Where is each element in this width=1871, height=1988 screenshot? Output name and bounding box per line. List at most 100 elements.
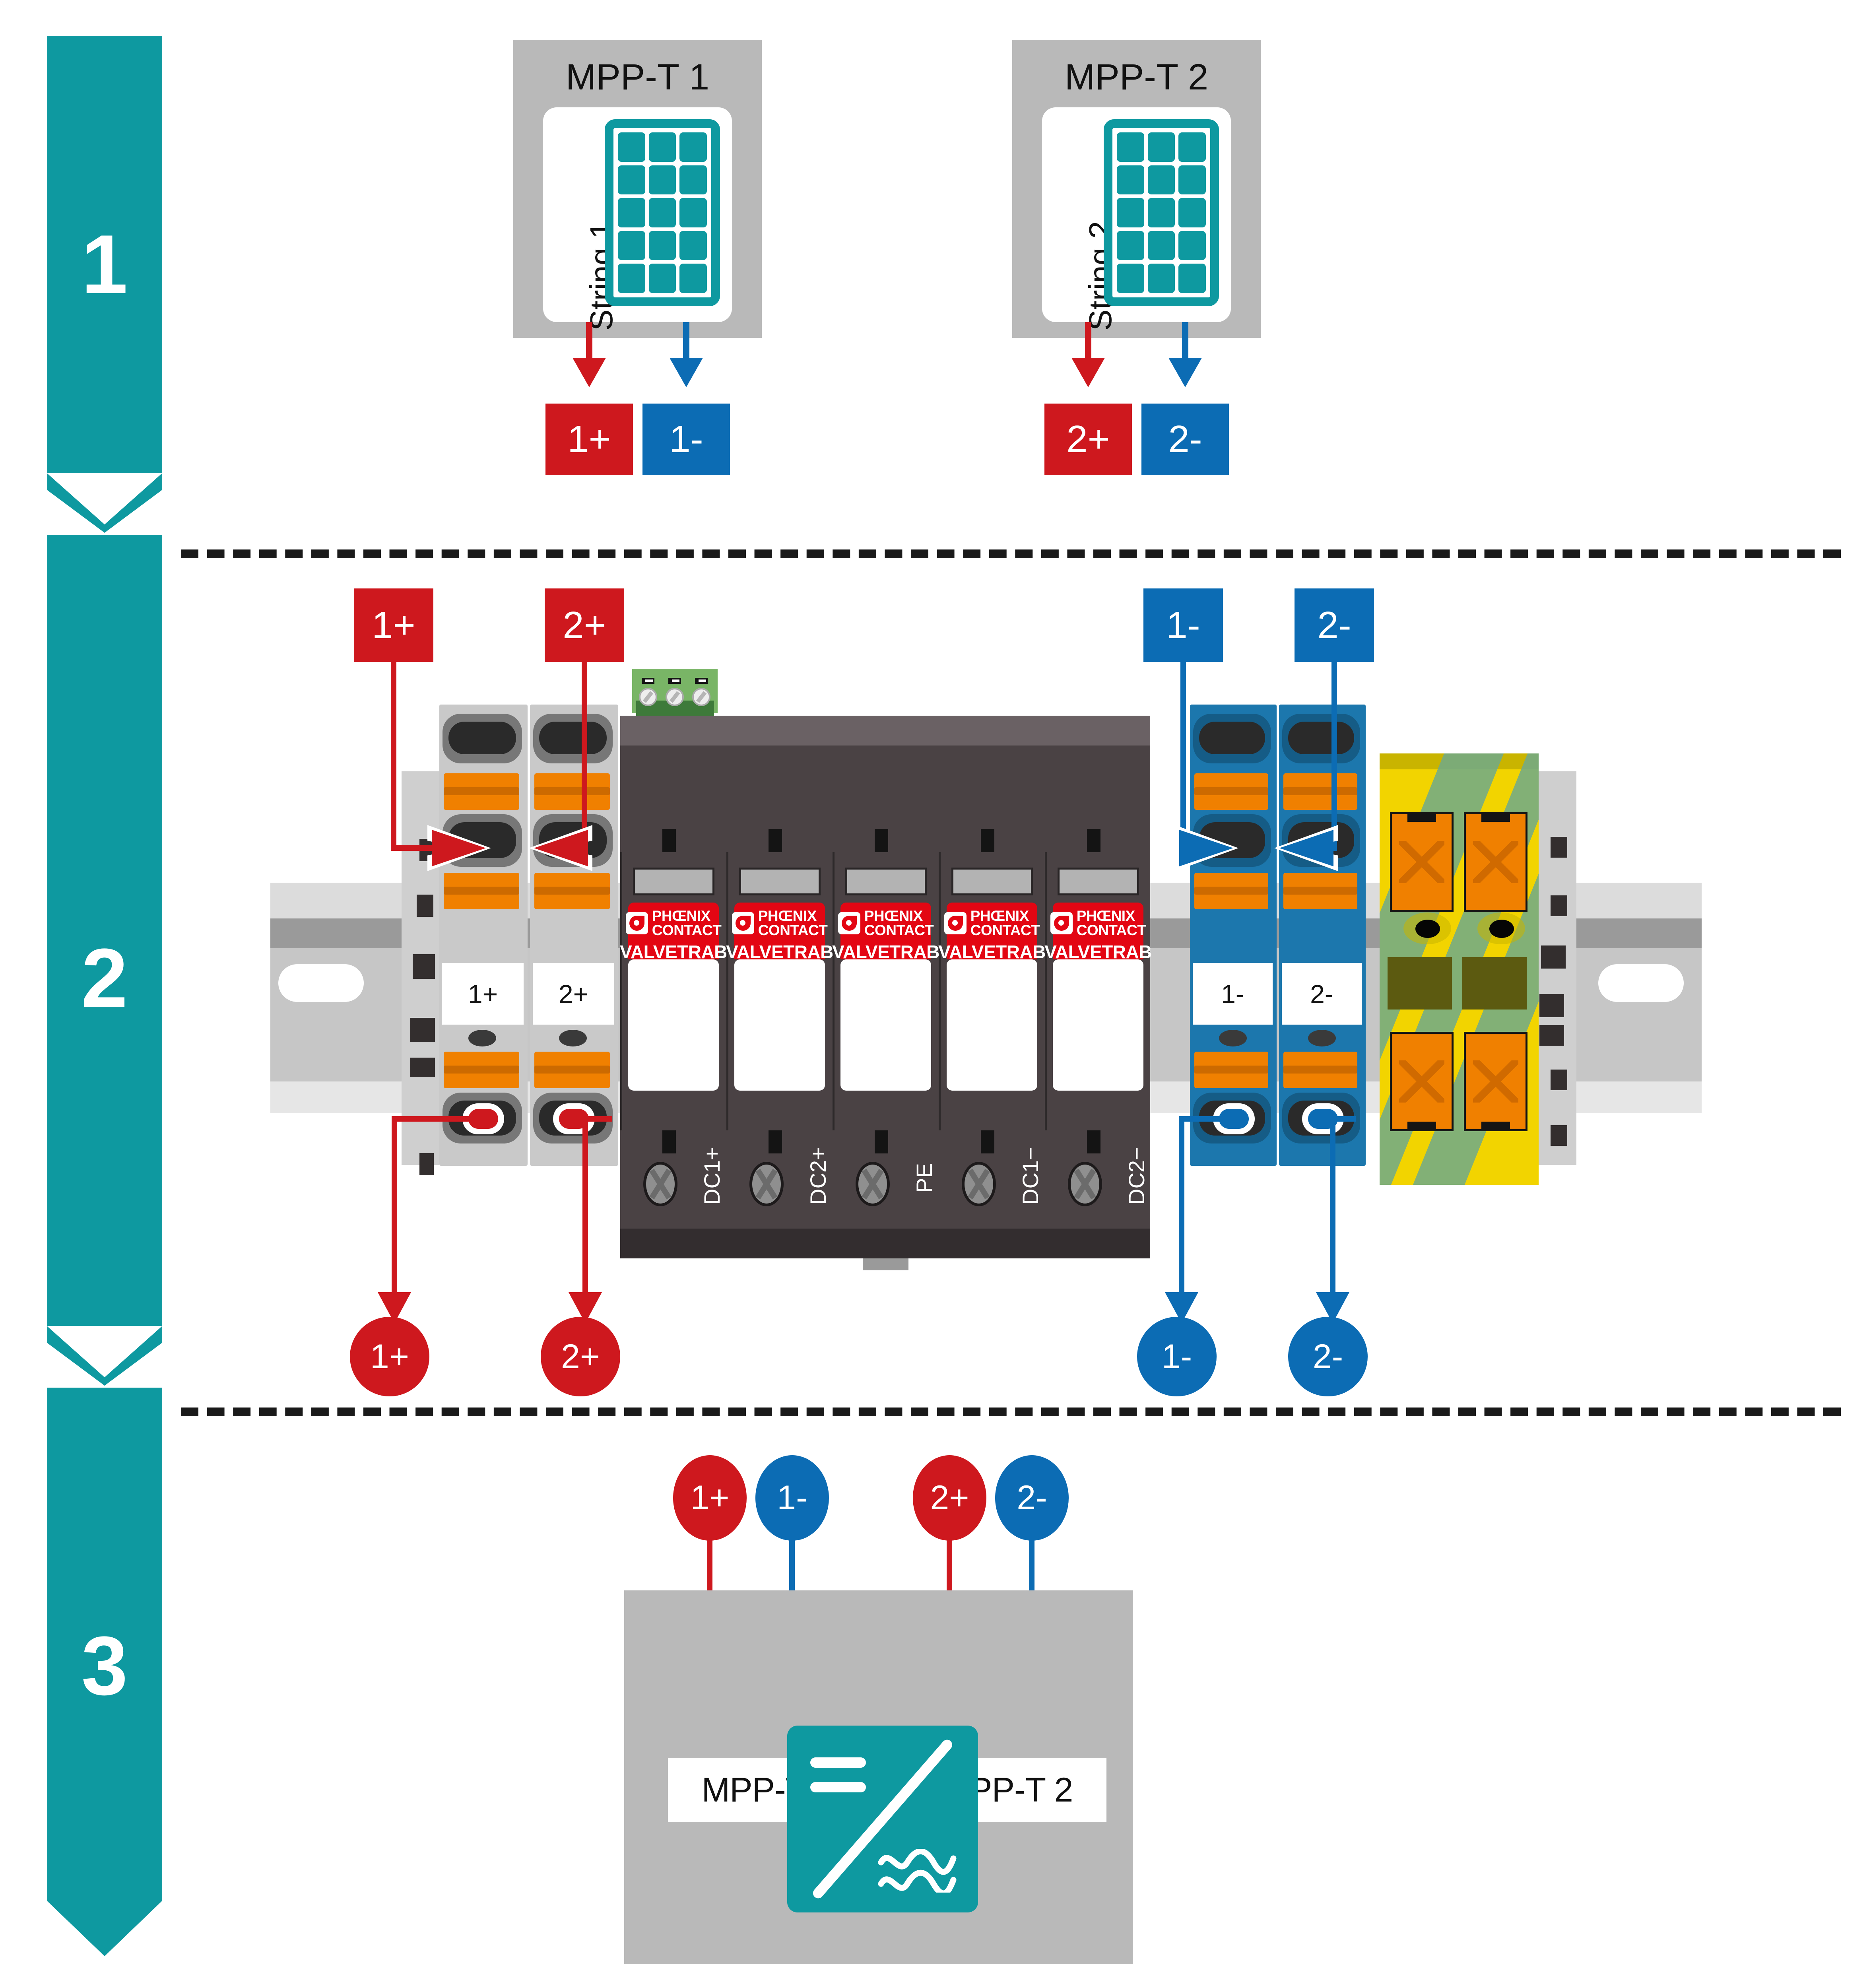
spd-pin-bottom-5: [1087, 1130, 1100, 1153]
panel-title-1: MPP-T 1: [565, 57, 710, 97]
spd-screw-1[interactable]: [643, 1162, 677, 1206]
terminal-side-notch-l4: [410, 1018, 435, 1042]
spd-pin-bottom-4: [981, 1130, 994, 1153]
pe-side-notch-1: [1551, 837, 1567, 858]
spd-pin-bottom-1: [662, 1130, 676, 1153]
terminal-nub-2plus: [559, 1030, 587, 1046]
pe-bar-l: [1388, 957, 1452, 1010]
phoenix-logo-glyph-2: [732, 912, 754, 935]
terminal-port-1minus-top[interactable]: [1199, 722, 1265, 754]
step-number-3: 3: [81, 1619, 128, 1712]
green-connector-screw-1[interactable]: [639, 688, 657, 706]
terminal-lever-1minus-a[interactable]: [1194, 773, 1268, 810]
green-connector-slot-3: [695, 678, 708, 684]
spd-pin-top-1: [662, 829, 676, 852]
badge-step3-1minus: 1-: [755, 1455, 829, 1541]
terminal-port-2plus-top[interactable]: [539, 722, 607, 754]
wire-dot-1plus: [468, 1109, 498, 1129]
phoenix-contact-logo-1: PHŒNIX CONTACT: [625, 909, 722, 938]
terminal-nub-2minus: [1308, 1030, 1336, 1046]
pe-side-notch-5: [1539, 1025, 1564, 1046]
spd-window-5: [1058, 868, 1139, 895]
terminal-side-notch-l3: [413, 954, 435, 979]
spd-brand-label-2: PHŒNIX CONTACT VALVETRAB: [726, 903, 833, 962]
terminal-port-2minus-top[interactable]: [1288, 722, 1354, 754]
inverter-dc-bar-bottom: [810, 1782, 866, 1792]
section-divider-2: [181, 1408, 1841, 1416]
pe-clamp-tl[interactable]: [1390, 812, 1454, 912]
spd-product-name-5: VALVETRAB: [1044, 941, 1152, 962]
spd-face-2: [734, 959, 825, 1091]
terminal-lever-1plus-a[interactable]: [444, 773, 519, 810]
green-connector-screw-2[interactable]: [666, 688, 684, 706]
terminal-port-1plus-top[interactable]: [448, 722, 516, 754]
wire-2plus: [1085, 322, 1091, 368]
pe-clamp-bl[interactable]: [1390, 1032, 1454, 1131]
terminal-lever-1plus-c[interactable]: [444, 1052, 519, 1088]
brand-line-1-1: PHŒNIX: [652, 908, 711, 924]
terminal-lever-1minus-c[interactable]: [1194, 1052, 1268, 1088]
spd-screw-2[interactable]: [749, 1162, 784, 1206]
terminal-lever-1plus-b[interactable]: [444, 873, 519, 909]
terminal-lever-1minus-b[interactable]: [1194, 873, 1268, 909]
brand-line-1-4: PHŒNIX: [970, 908, 1029, 924]
spd-pin-bottom-2: [769, 1130, 782, 1153]
solar-panel-icon-2: [1104, 119, 1219, 306]
pe-side-notch-6: [1551, 1070, 1567, 1090]
badge-1minus-step1: 1-: [642, 404, 730, 475]
brand-line-2-1: CONTACT: [652, 922, 722, 939]
badge-1minus-step2: 1-: [1143, 588, 1223, 662]
phoenix-logo-glyph-3: [838, 912, 860, 935]
pe-notch-bl: [1407, 1122, 1436, 1131]
spd-product-name-1: VALVETRAB: [620, 941, 727, 962]
phoenix-logo-text-1: PHŒNIX CONTACT: [652, 909, 722, 938]
badge-1plus-step1: 1+: [545, 404, 633, 475]
step-chevron-2: [47, 1326, 162, 1386]
pe-notch-br: [1481, 1122, 1510, 1131]
section-divider-1: [181, 549, 1841, 558]
din-rail-slot-left: [278, 964, 364, 1002]
terminal-lever-2plus-a[interactable]: [534, 773, 610, 810]
pe-screw-hole-l[interactable]: [1415, 920, 1440, 938]
badge-bottom-1minus: 1-: [1137, 1317, 1217, 1396]
spd-brand-label-3: PHŒNIX CONTACT VALVETRAB: [832, 903, 939, 962]
green-connector-screw-3[interactable]: [692, 688, 710, 706]
phoenix-contact-logo-2: PHŒNIX CONTACT: [732, 909, 828, 938]
pe-screw-hole-r[interactable]: [1489, 920, 1514, 938]
phoenix-logo-text-2: PHŒNIX CONTACT: [758, 909, 828, 938]
pe-clamp-br[interactable]: [1464, 1032, 1527, 1131]
terminal-lever-2plus-c[interactable]: [534, 1052, 610, 1088]
spd-screw-5[interactable]: [1068, 1162, 1102, 1206]
spd-screw-3[interactable]: [856, 1162, 890, 1206]
wire-arrow-1minus: [670, 358, 703, 387]
spd-face-1: [628, 959, 719, 1091]
badge-2minus-step2: 2-: [1295, 588, 1374, 662]
inverter-dc-bar-top: [810, 1757, 866, 1768]
badge-bottom-1plus: 1+: [350, 1317, 429, 1396]
leader-bot-1minus-v: [1179, 1116, 1184, 1303]
phoenix-logo-glyph-4: [944, 912, 967, 935]
spd-face-4: [947, 959, 1037, 1091]
phoenix-logo-glyph-1: [625, 912, 648, 935]
badge-2minus-step1: 2-: [1141, 404, 1229, 475]
terminal-lever-2minus-c[interactable]: [1283, 1052, 1357, 1088]
terminal-lever-2minus-b[interactable]: [1283, 873, 1357, 909]
spd-face-5: [1053, 959, 1143, 1091]
step-arrow-band-3: [47, 1388, 162, 1889]
wire-2minus: [1182, 322, 1188, 368]
spd-window-2: [739, 868, 821, 895]
terminal-nub-1minus: [1219, 1030, 1247, 1046]
pe-ground-terminal[interactable]: [1380, 753, 1539, 1185]
pe-clamp-tr[interactable]: [1464, 812, 1527, 912]
terminal-lever-2minus-a[interactable]: [1283, 773, 1357, 810]
brand-line-1-5: PHŒNIX: [1076, 908, 1135, 924]
surge-protector-foot: [620, 1229, 1150, 1258]
step-arrow-band-2: [47, 535, 162, 1326]
spd-pin-top-3: [875, 829, 888, 852]
spd-terminal-label-2: DC2+: [805, 1147, 831, 1205]
surge-protector-clip: [863, 1258, 908, 1270]
spd-screw-4[interactable]: [962, 1162, 996, 1206]
panel-title-2: MPP-T 2: [1064, 57, 1209, 97]
spd-brand-label-1: PHŒNIX CONTACT VALVETRAB: [620, 903, 727, 962]
terminal-lever-2plus-b[interactable]: [534, 873, 610, 909]
